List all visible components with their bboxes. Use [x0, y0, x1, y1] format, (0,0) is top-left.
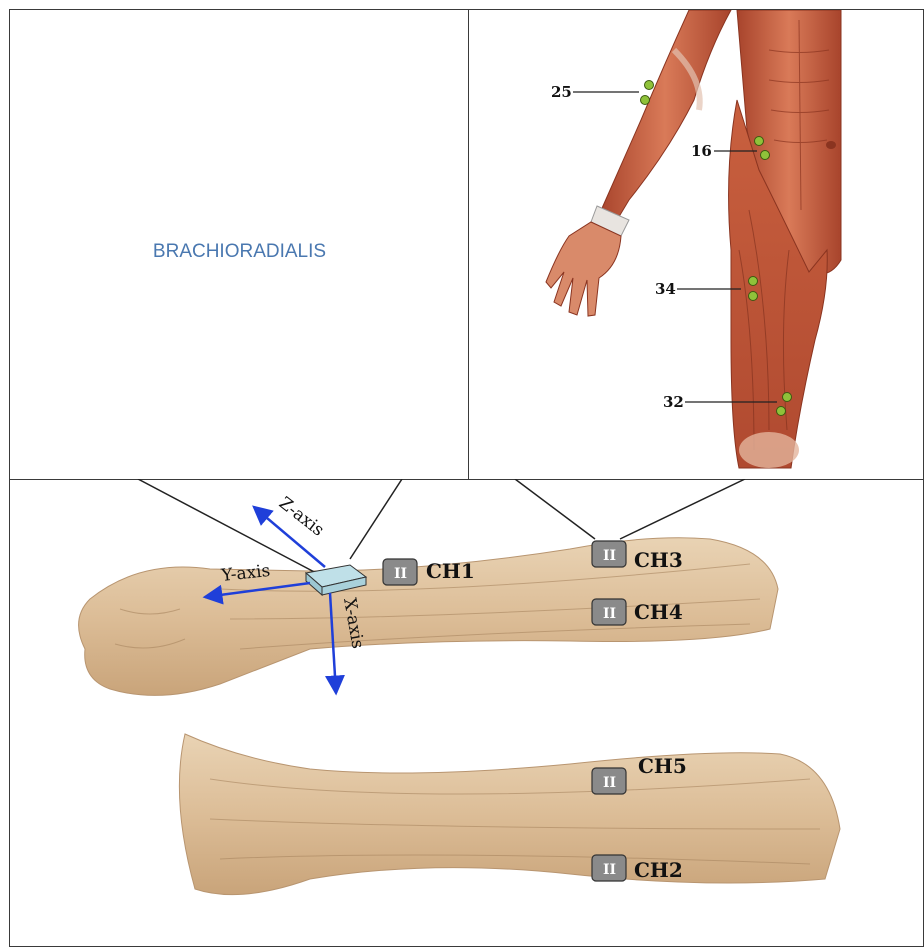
marker-dot: [749, 277, 758, 286]
marker-label-16: 16: [691, 142, 712, 160]
electrode-ch3: II: [592, 541, 626, 567]
lower-forearm-shape: [179, 734, 840, 895]
channel-label-ch1: CH1: [426, 559, 475, 583]
electrode-ch5: II: [592, 768, 626, 794]
svg-text:II: II: [394, 566, 407, 582]
electrode-ch4: II: [592, 599, 626, 625]
channel-label-ch2: CH2: [634, 858, 683, 882]
svg-text:II: II: [603, 862, 616, 878]
marker-label-32: 32: [663, 393, 684, 411]
svg-text:II: II: [603, 775, 616, 791]
svg-text:II: II: [603, 548, 616, 564]
marker-label-34: 34: [655, 280, 676, 298]
forearm-figure-cell: Z-axis Y-axis X-axis II CH1 II CH3 II CH…: [9, 479, 924, 947]
muscle-name-cell: BRACHIORADIALIS: [9, 9, 469, 480]
svg-text:II: II: [603, 606, 616, 622]
knee-shape: [739, 432, 799, 468]
z-axis-label: Z-axis: [275, 493, 328, 540]
muscle-name: BRACHIORADIALIS: [10, 241, 469, 263]
channel-label-ch3: CH3: [634, 548, 683, 572]
marker-dot: [749, 292, 758, 301]
forearm-electrode-illustration: Z-axis Y-axis X-axis II CH1 II CH3 II CH…: [10, 479, 922, 945]
marker-dot: [777, 407, 786, 416]
body-figure-cell: 25 16 34 32: [468, 9, 924, 480]
marker-dot: [641, 96, 650, 105]
body-muscle-illustration: 25 16 34 32: [469, 10, 922, 478]
channel-label-ch4: CH4: [634, 600, 683, 624]
marker-dot: [755, 137, 764, 146]
hand-shape: [546, 222, 621, 316]
marker-label-25: 25: [551, 83, 572, 101]
electrode-ch1: II: [383, 559, 417, 585]
channel-label-ch5: CH5: [638, 754, 687, 778]
marker-dot: [783, 393, 792, 402]
marker-dot: [645, 81, 654, 90]
navel-shape: [826, 141, 836, 149]
marker-dot: [761, 151, 770, 160]
arm-shape: [599, 10, 731, 225]
electrode-ch2: II: [592, 855, 626, 881]
